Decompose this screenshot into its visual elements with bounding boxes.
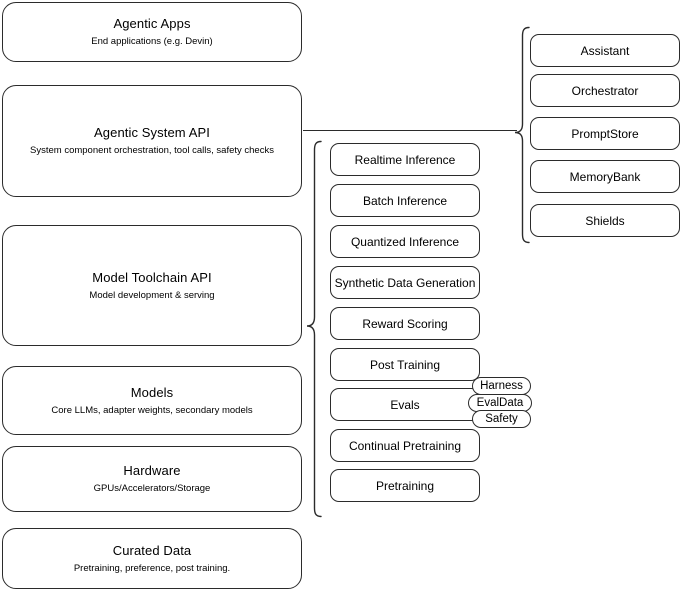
toolchain-item-label: Batch Inference [362, 193, 448, 208]
agentic-component-promptstore[interactable]: PromptStore [530, 117, 680, 150]
stack-layer-agentic-apps[interactable]: Agentic Apps End applications (e.g. Devi… [2, 2, 302, 62]
connector-line-agentic-system-to-components [303, 130, 517, 132]
brace-toolchain-group [306, 140, 322, 518]
agentic-component-shields[interactable]: Shields [530, 204, 680, 237]
toolchain-item-label: Reward Scoring [362, 316, 448, 331]
agentic-component-label: MemoryBank [569, 169, 641, 184]
toolchain-item-label: Synthetic Data Generation [334, 275, 476, 290]
toolchain-item-pretraining[interactable]: Pretraining [330, 469, 480, 502]
agentic-component-label: Orchestrator [571, 83, 639, 98]
brace-agentic-components-group [514, 26, 530, 244]
stack-layer-subtitle: GPUs/Accelerators/Storage [93, 483, 211, 494]
toolchain-item-label: Post Training [369, 357, 441, 372]
stack-layer-curated-data[interactable]: Curated Data Pretraining, preference, po… [2, 528, 302, 589]
toolchain-item-label: Continual Pretraining [348, 438, 462, 453]
stack-layer-title: Models [130, 384, 174, 400]
stack-layer-model-toolchain-api[interactable]: Model Toolchain API Model development & … [2, 225, 302, 346]
stack-layer-subtitle: Model development & serving [89, 289, 215, 301]
stack-layer-models[interactable]: Models Core LLMs, adapter weights, secon… [2, 366, 302, 435]
evals-tag-harness[interactable]: Harness [472, 377, 531, 395]
agentic-component-label: Shields [585, 213, 625, 228]
evals-tag-safety[interactable]: Safety [472, 410, 531, 428]
stack-layer-title: Hardware [123, 463, 181, 478]
stack-layer-subtitle: System component orchestration, tool cal… [30, 145, 274, 156]
agentic-component-memorybank[interactable]: MemoryBank [530, 160, 680, 193]
agentic-component-assistant[interactable]: Assistant [530, 34, 680, 67]
stack-layer-subtitle: End applications (e.g. Devin) [91, 36, 213, 47]
toolchain-item-label: Evals [390, 397, 420, 412]
stack-layer-title: Curated Data [112, 542, 192, 558]
stack-layer-subtitle: Core LLMs, adapter weights, secondary mo… [51, 404, 253, 416]
stack-layer-title: Model Toolchain API [92, 269, 212, 285]
toolchain-item-quantized-inference[interactable]: Quantized Inference [330, 225, 480, 258]
toolchain-item-post-training[interactable]: Post Training [330, 348, 480, 381]
agentic-component-label: Assistant [580, 43, 630, 58]
toolchain-item-realtime-inference[interactable]: Realtime Inference [330, 143, 480, 176]
toolchain-item-synthetic-data-generation[interactable]: Synthetic Data Generation [330, 266, 480, 299]
stack-layer-title: Agentic Apps [113, 16, 191, 31]
evals-tag-label: EvalData [476, 396, 524, 409]
toolchain-item-label: Pretraining [375, 478, 435, 493]
agentic-component-orchestrator[interactable]: Orchestrator [530, 74, 680, 107]
toolchain-item-label: Quantized Inference [350, 234, 460, 249]
evals-tag-label: Safety [485, 412, 518, 425]
toolchain-item-evals[interactable]: Evals [330, 388, 480, 421]
stack-layer-title: Agentic System API [94, 125, 210, 140]
toolchain-item-continual-pretraining[interactable]: Continual Pretraining [330, 429, 480, 462]
agentic-component-label: PromptStore [571, 126, 639, 141]
evals-tag-label: Harness [480, 379, 523, 392]
toolchain-item-reward-scoring[interactable]: Reward Scoring [330, 307, 480, 340]
toolchain-item-label: Realtime Inference [354, 152, 456, 167]
stack-layer-subtitle: Pretraining, preference, post training. [73, 562, 231, 574]
stack-layer-agentic-system-api[interactable]: Agentic System API System component orch… [2, 85, 302, 197]
stack-layer-hardware[interactable]: Hardware GPUs/Accelerators/Storage [2, 446, 302, 512]
toolchain-item-batch-inference[interactable]: Batch Inference [330, 184, 480, 217]
